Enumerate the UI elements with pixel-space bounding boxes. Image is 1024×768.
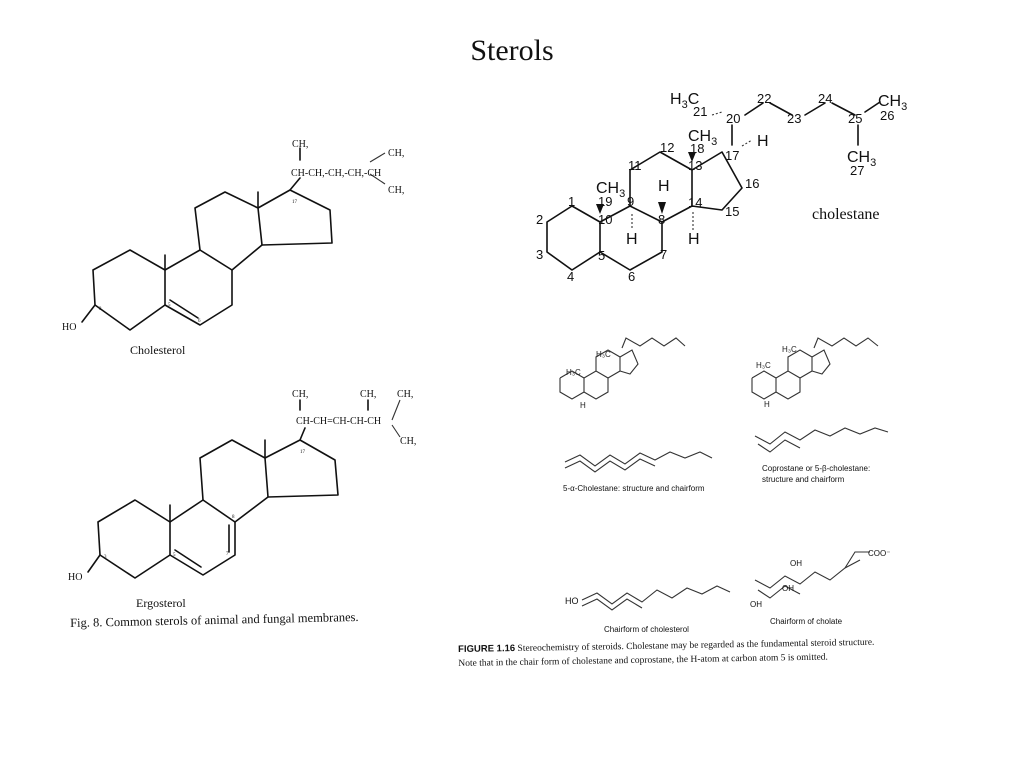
ergosterol-side-chain: CH-CH=CH-CH-CH xyxy=(296,416,381,427)
small-5a-cholestane: H₃C H₃C H xyxy=(559,337,686,410)
label-oh-3: OH xyxy=(750,600,762,609)
cholate-chain xyxy=(844,551,870,569)
ergosterol-ch3-end-bottom: CH, xyxy=(400,436,416,447)
cholesterol-ch3-top: CH, xyxy=(292,139,308,150)
cholestane-h3c-21: H3C xyxy=(670,91,699,111)
label-chair-cholate: Chairform of cholate xyxy=(770,617,843,626)
label-coo: COO⁻ xyxy=(868,549,890,558)
cholesterol-pos-5: 5 xyxy=(168,303,171,308)
slide-title: Sterols xyxy=(470,34,554,67)
cholestane-h-9: H xyxy=(626,231,638,248)
cholestane-num-4: 4 xyxy=(567,269,574,284)
cholestane-ch3-18: CH3 xyxy=(688,128,717,148)
ergosterol-ch3-top-left: CH, xyxy=(292,389,308,400)
chairform-cholesterol xyxy=(581,585,731,605)
cholestane-num-16: 16 xyxy=(745,176,759,191)
cholestane-num-3: 3 xyxy=(536,247,543,262)
cholestane-num-18: 18 xyxy=(690,141,704,156)
cholestane-num-26: 26 xyxy=(880,108,894,123)
cholestane-num-15: 15 xyxy=(725,204,739,219)
ergosterol-pos-3: 3 xyxy=(104,555,107,560)
cholestane-h-8: H xyxy=(658,178,670,195)
cholestane-num-17: 17 xyxy=(725,148,739,163)
small-h-2: H xyxy=(764,400,770,409)
label-coprostane: Coprostane or 5-β-cholestane: xyxy=(762,464,870,473)
cholestane-num-12: 12 xyxy=(660,140,674,155)
cholestane-ch3-27: CH3 xyxy=(847,149,876,169)
ergosterol-pos-8: 8 xyxy=(232,515,235,520)
ergosterol-name: Ergosterol xyxy=(136,596,186,610)
ergosterol-pos-5: 5 xyxy=(173,553,176,558)
cholestane-num-9: 9 xyxy=(627,194,634,209)
label-oh-1: OH xyxy=(790,559,802,568)
stereo-figure: H₃C H₃C H H₃C H₃C H 5-α-Cholestane: stru… xyxy=(559,337,890,634)
chairform-cholate xyxy=(754,559,861,589)
cholestane-h-14: H xyxy=(688,231,700,248)
cholestane-num-20: 20 xyxy=(726,111,740,126)
chairform-coprostane xyxy=(754,427,889,445)
cholestane-num-5: 5 xyxy=(598,248,605,263)
cholesterol-pos-3: 3 xyxy=(99,307,102,312)
cholestane-num-13: 13 xyxy=(688,158,702,173)
label-coprostane-2: structure and chairform xyxy=(762,475,845,484)
chairform-5a xyxy=(564,451,713,467)
cholestane-num-7: 7 xyxy=(660,247,667,262)
chairform-coprostane-lower xyxy=(757,439,801,453)
cholestane-num-8: 8 xyxy=(658,212,665,227)
cholestane-num-21: 21 xyxy=(693,104,707,119)
cholestane-num-25: 25 xyxy=(848,111,862,126)
ergosterol-ch3-top-mid: CH, xyxy=(360,389,376,400)
cholesterol-hydroxyl: HO xyxy=(62,322,76,333)
cholestane-ch3-19: CH3 xyxy=(596,180,625,200)
small-h3c-3: H₃C xyxy=(756,361,771,370)
ergosterol-pos-7: 7 xyxy=(226,552,229,557)
small-h3c-2: H₃C xyxy=(596,350,611,359)
cholestane-num-11: 11 xyxy=(628,158,642,173)
fig116-caption-bold: FIGURE 1.16 xyxy=(458,643,516,655)
cholesterol-side-chain: CH-CH,-CH,-CH,-CH xyxy=(291,168,381,179)
cholesterol-ch3-end-bottom: CH, xyxy=(388,185,404,196)
chairform-cholesterol-lower xyxy=(581,598,643,611)
cholestane-num-14: 14 xyxy=(688,195,702,210)
cholestane-num-1: 1 xyxy=(568,194,575,209)
ergosterol-ch3-top-right: CH, xyxy=(397,389,413,400)
fig116-caption-line1: Stereochemistry of steroids. Cholestane … xyxy=(517,637,875,654)
cholestane-num-27: 27 xyxy=(850,163,864,178)
cholestane-num-10: 10 xyxy=(598,212,612,227)
ergosterol-hydroxyl: HO xyxy=(68,572,82,583)
cholesterol-ch3-end-top: CH, xyxy=(388,148,404,159)
cholestane-num-6: 6 xyxy=(628,269,635,284)
chairform-5a-lower xyxy=(564,458,656,473)
cholestane-num-22: 22 xyxy=(757,91,771,106)
small-coprostane: H₃C H₃C H xyxy=(751,337,879,409)
cholestane-h-17: H xyxy=(757,133,769,150)
cholestane-num-2: 2 xyxy=(536,212,543,227)
ergosterol-pos-17: 17 xyxy=(300,450,306,455)
cholestane-num-24: 24 xyxy=(818,91,832,106)
cholestane-num-23: 23 xyxy=(787,111,801,126)
ergosterol-structure: CH, CH, CH, CH-CH=CH-CH-CH CH, 17 3 5 7 … xyxy=(68,389,416,610)
cholesterol-structure: CH, CH-CH,-CH,-CH,-CH CH, CH, 17 3 5 6 H… xyxy=(62,139,404,357)
chairform-cholate-lower xyxy=(757,585,801,599)
cholesterol-pos-6: 6 xyxy=(198,319,201,324)
cholestane-diagram: 1 2 3 4 5 6 7 8 9 10 11 12 13 14 15 16 1… xyxy=(536,91,907,284)
cholestane-name: cholestane xyxy=(812,206,880,223)
label-5a-cholestane: 5-α-Cholestane: structure and chairform xyxy=(563,484,705,493)
label-chair-cholesterol: Chairform of cholesterol xyxy=(604,625,689,634)
small-h3c-4: H₃C xyxy=(782,345,797,354)
label-oh-2: OH xyxy=(782,584,794,593)
small-h-1: H xyxy=(580,401,586,410)
cholestane-ch3-26: CH3 xyxy=(878,93,907,113)
cholesterol-name: Cholesterol xyxy=(130,343,186,357)
label-ho-cholesterol: HO xyxy=(565,596,579,606)
cholesterol-pos-17: 17 xyxy=(292,200,298,205)
cholestane-num-19: 19 xyxy=(598,194,612,209)
small-h3c-1: H₃C xyxy=(566,368,581,377)
